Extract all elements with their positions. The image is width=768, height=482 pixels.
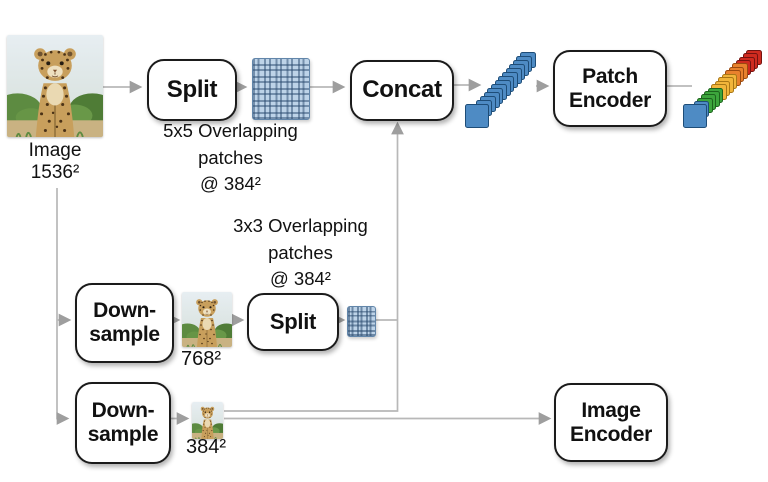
patch-encoder-label-line2: Encoder (569, 88, 651, 112)
downsample-bottom-label-line2: sample (87, 423, 159, 446)
patch-encoder-label-line1: Patch (582, 64, 638, 88)
patches-5x5-caption-line2: patches (198, 146, 263, 168)
image-encoder-box: Image Encoder (554, 383, 668, 462)
patches-5x5-caption-line1: 5x5 Overlapping (163, 120, 298, 141)
patch-grid-5x5 (252, 58, 310, 120)
concat-box-label: Concat (362, 76, 442, 104)
patches-3x3-caption-line2: patches (268, 241, 333, 263)
input-image-caption-line2: 1536² (30, 162, 80, 183)
downsample-mid-label-line1: Down- (93, 299, 156, 323)
input-image (7, 35, 103, 137)
downsample-mid-label-line2: sample (89, 323, 160, 346)
split-box-mid-label: Split (269, 308, 317, 334)
image-encoder-label-line2: Encoder (570, 422, 652, 446)
concat-box: Concat (350, 60, 454, 121)
split-box-top-label: Split (166, 75, 218, 103)
input-image-caption-line1: Image (28, 140, 82, 161)
patches-3x3-caption-line3: @ 384² (270, 268, 331, 289)
token-square (682, 104, 707, 128)
patches-5x5-caption: 5x5 Overlapping patches @ 384² (138, 118, 323, 198)
patch-grid-3x3 (347, 306, 376, 337)
downsample-box-mid: Down- sample (75, 283, 174, 363)
patches-3x3-caption: 3x3 Overlapping patches @ 384² (208, 213, 393, 293)
split-box-top: Split (147, 59, 237, 121)
downsampled-image-768 (182, 292, 232, 347)
downsample-bottom-label-line1: Down- (91, 399, 155, 423)
split-box-mid: Split (247, 293, 339, 351)
image-encoder-label-line1: Image (581, 398, 641, 422)
downsample-box-bottom: Down- sample (75, 382, 171, 464)
token-square (465, 103, 489, 128)
input-image-caption: Image 1536² (3, 140, 107, 184)
downsampled-image-384 (192, 402, 223, 439)
patches-5x5-caption-line3: @ 384² (200, 173, 261, 194)
patch-encoder-box: Patch Encoder (553, 50, 667, 127)
patches-3x3-caption-line1: 3x3 Overlapping (233, 215, 368, 236)
image-384-caption: 384² (186, 436, 227, 458)
image-768-caption: 768² (181, 348, 222, 370)
